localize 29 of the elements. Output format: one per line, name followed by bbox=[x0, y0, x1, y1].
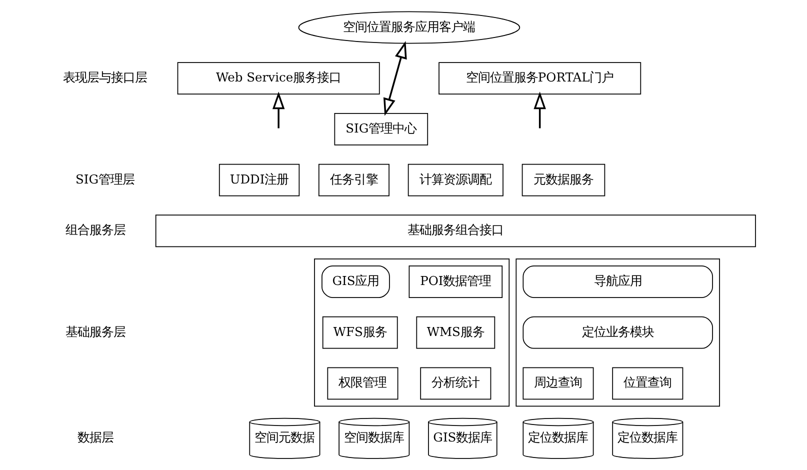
node-box: WFS服务 bbox=[322, 316, 398, 349]
node-box: 位置查询 bbox=[612, 367, 684, 400]
arrow bbox=[534, 92, 546, 128]
node-box: UDDI注册 bbox=[218, 164, 300, 196]
node-box: 权限管理 bbox=[327, 367, 398, 400]
label: 基础服务层 bbox=[65, 324, 126, 339]
node-ellipse: 空间位置服务应用客户端 bbox=[298, 11, 520, 44]
node-box: 空间位置服务PORTAL门户 bbox=[438, 62, 642, 95]
node-box: GIS应用 bbox=[322, 266, 390, 298]
node-box: 计算资源调配 bbox=[408, 164, 504, 196]
node-box: 基础服务组合接口 bbox=[155, 214, 756, 248]
node-box: 任务引擎 bbox=[318, 164, 390, 196]
node-box: 分析统计 bbox=[420, 367, 492, 400]
node-box: 周边查询 bbox=[522, 367, 594, 400]
label: SIG管理层 bbox=[75, 172, 135, 186]
label: 数据层 bbox=[77, 430, 114, 445]
cluster bbox=[516, 258, 720, 407]
node-box: 元数据服务 bbox=[522, 164, 606, 196]
node-box: SIG管理中心 bbox=[334, 112, 428, 146]
node-box: POI数据管理 bbox=[408, 266, 503, 298]
label: 组合服务层 bbox=[65, 223, 126, 238]
cluster bbox=[314, 258, 510, 407]
arrow bbox=[272, 92, 285, 128]
node-box: 定位业务模块 bbox=[522, 316, 713, 349]
node-box: 导航应用 bbox=[522, 266, 713, 298]
arrow bbox=[383, 41, 407, 116]
node-box: Web Service服务接口 bbox=[177, 62, 380, 95]
node-box: WMS服务 bbox=[416, 316, 496, 349]
label: 表现层与接口层 bbox=[62, 70, 147, 85]
